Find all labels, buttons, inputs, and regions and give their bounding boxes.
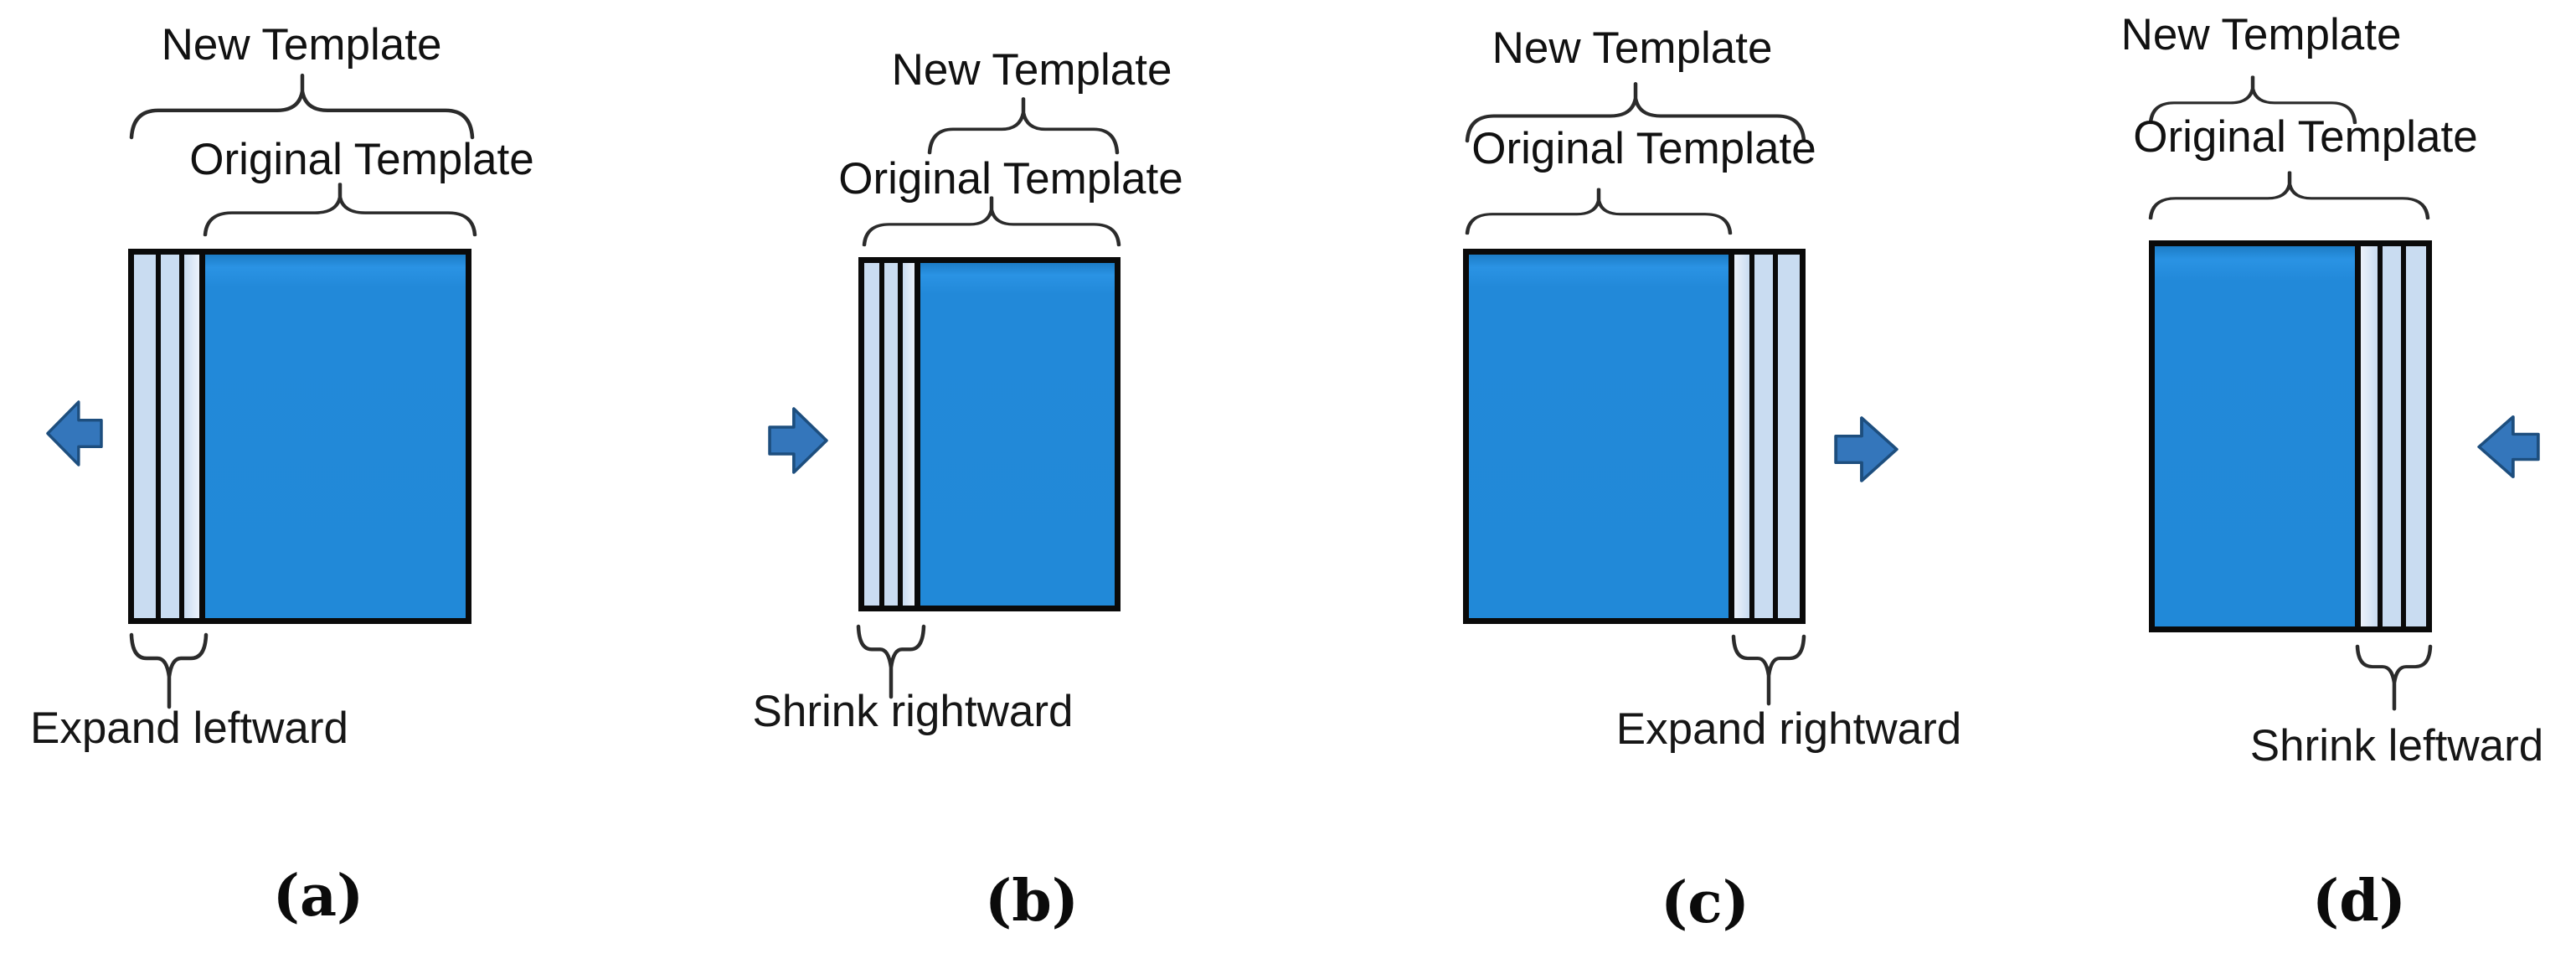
shrink-region-brace [2355,644,2433,711]
expansion-strip [884,263,898,606]
new-template-brace [2148,75,2357,125]
strip-divider [879,263,884,606]
shrink-region-brace [856,624,926,699]
strip-divider [1749,255,1754,618]
strip-divider [1728,255,1734,618]
original-template-brace [1465,188,1733,235]
original-template-brace [203,183,477,237]
new-template-label: New Template [161,20,442,70]
expansion-strip [1734,255,1749,618]
right-arrow-icon [768,407,828,474]
new-template-label: New Template [891,45,1172,95]
original-template-label: Original Template [1471,124,1816,173]
expansion-strip [1778,255,1800,618]
template-rect [1463,249,1806,624]
expansion-strip [864,263,879,606]
action-label: Expand leftward [29,704,349,753]
template-rect [2149,240,2432,632]
strip-divider [898,263,903,606]
template-body [2155,246,2355,626]
expansion-strip [2383,246,2401,626]
expansion-strip [184,255,199,618]
original-template-label: Original Template [189,135,534,184]
new-template-label: New Template [2120,10,2402,59]
original-template-brace [862,196,1121,247]
left-arrow-icon [46,400,103,467]
panel-letter: (b) [985,868,1079,935]
strip-divider [2401,246,2406,626]
expansion-strip [903,263,914,606]
strip-divider [156,255,161,618]
expansion-strip [134,255,156,618]
template-body [1469,255,1728,618]
expansion-strip [1754,255,1773,618]
new-template-brace [1465,82,1806,143]
template-rect [858,257,1121,611]
original-template-label: Original Template [2133,112,2478,162]
strip-divider [179,255,184,618]
expansion-strip [161,255,179,618]
right-arrow-icon [1834,416,1899,482]
new-template-label: New Template [1492,23,1773,73]
template-body [920,263,1115,606]
strip-divider [1773,255,1778,618]
panel-letter: (d) [2312,868,2406,935]
strip-divider [2355,246,2361,626]
panel-letter: (a) [272,863,364,930]
new-template-brace [927,97,1120,155]
strip-divider [2378,246,2383,626]
left-arrow-icon [2477,415,2540,478]
action-label: Expand rightward [1615,704,1962,754]
expansion-region-brace [129,632,209,709]
expansion-region-brace [1731,634,1806,706]
action-label: Shrink rightward [752,687,1074,736]
new-template-brace [129,73,475,140]
expansion-strip [2406,246,2426,626]
strip-divider [199,255,205,618]
original-template-brace [2148,171,2430,220]
original-template-label: Original Template [838,154,1183,204]
panel-letter: (c) [1661,869,1749,936]
template-rect [128,249,471,624]
strip-divider [914,263,920,606]
expansion-strip [2361,246,2378,626]
action-label: Shrink leftward [2249,721,2544,771]
template-body [205,255,466,618]
